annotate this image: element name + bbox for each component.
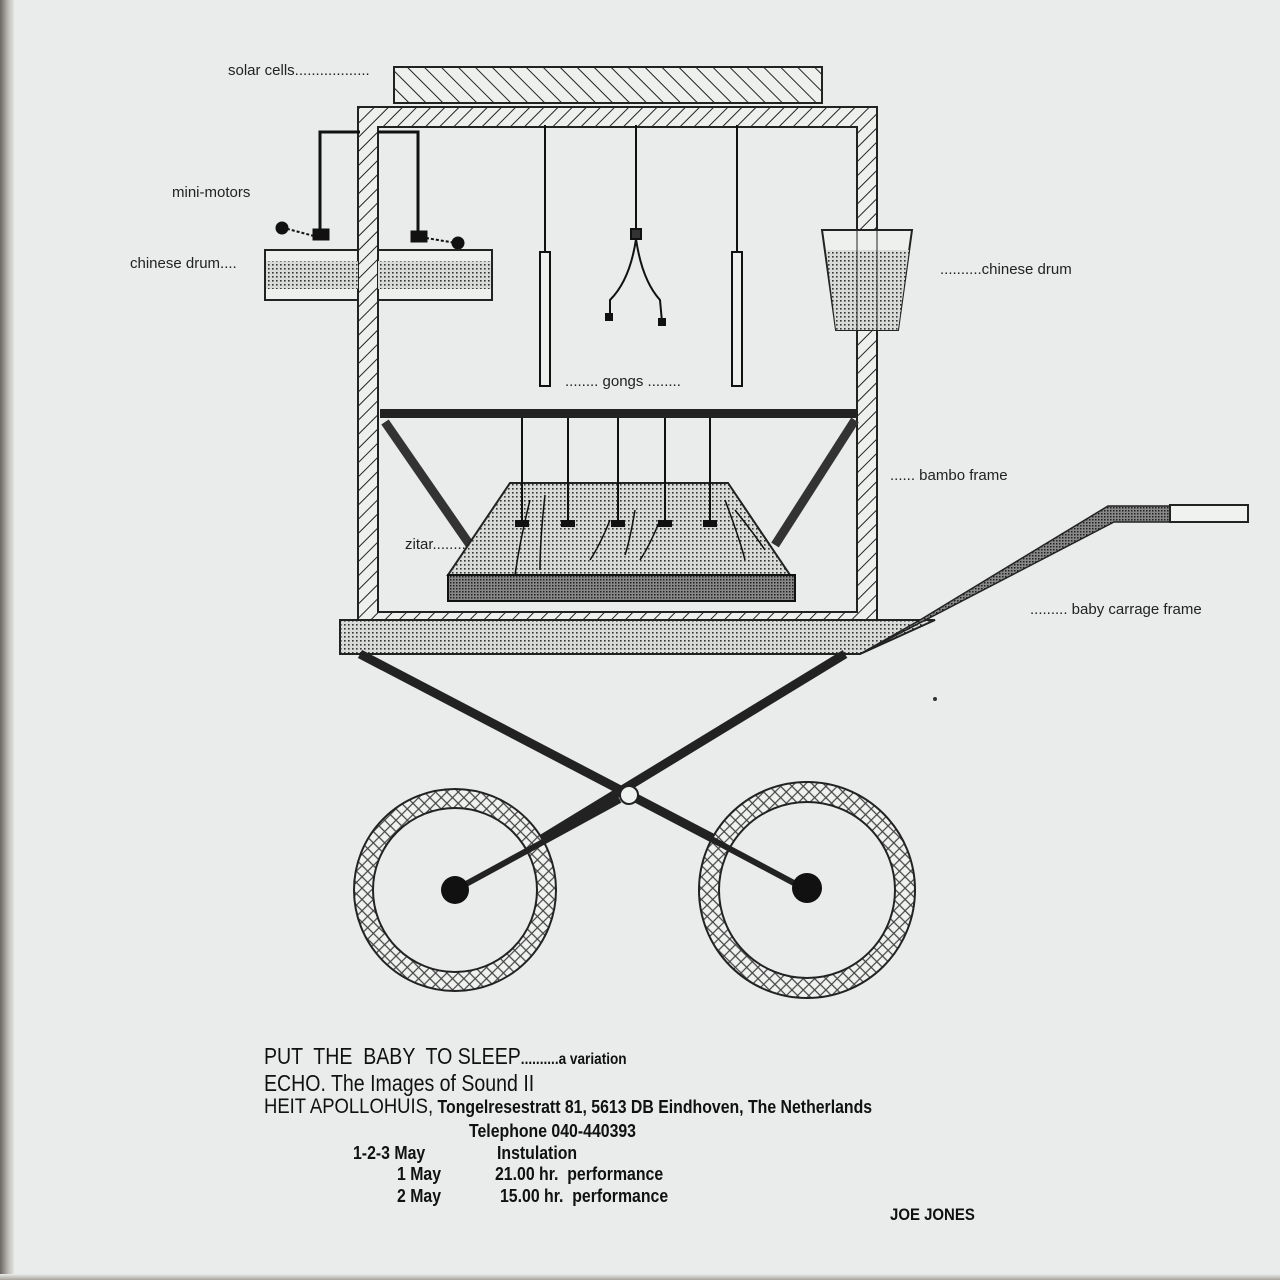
caption-title-suffix: ..........a variation	[520, 1051, 627, 1068]
bamboo-frame	[380, 409, 859, 548]
label-bambo-frame: ...... bambo frame	[890, 467, 1008, 484]
label-chinese-drum-left: chinese drum....	[130, 255, 237, 272]
page-bottom-edge	[0, 1274, 1280, 1280]
chinese-drum-right	[820, 229, 914, 331]
label-mini-motors: mini-motors	[172, 184, 250, 201]
caption-title: PUT THE BABY TO SLEEP..........a variati…	[264, 1043, 627, 1070]
baby-carriage-frame	[339, 504, 1249, 896]
label-zitar: zitar........	[405, 536, 466, 553]
caption-subtitle: ECHO. The Images of Sound II	[264, 1070, 535, 1096]
schedule-event: 15.00 hr. performance	[500, 1186, 669, 1206]
author-name: JOE JONES	[890, 1205, 975, 1224]
zitar	[446, 418, 796, 602]
caption-venue-line: HEIT APOLLOHUIS, Tongelresestratt 81, 56…	[264, 1095, 872, 1119]
gongs	[539, 125, 743, 387]
caption-telephone: Telephone 040-440393	[469, 1121, 636, 1141]
schedule-row: 1-2-3 May	[353, 1143, 425, 1164]
label-solar-cells: solar cells..................	[228, 62, 370, 79]
caption-title-text: PUT THE BABY TO SLEEP	[264, 1043, 521, 1069]
chinese-drum-left	[264, 249, 493, 301]
page-binding-edge	[0, 0, 14, 1280]
schedule-event: 21.00 hr. performance	[495, 1164, 664, 1184]
caption-address: Tongelresestratt 81, 5613 DB Eindhoven, …	[437, 1097, 873, 1117]
schedule-event: Instulation	[497, 1143, 578, 1163]
label-baby-carrage-frame: ......... baby carrage frame	[1030, 601, 1202, 618]
wheel-left	[353, 788, 622, 992]
schedule-date: 1 May	[397, 1164, 442, 1184]
mini-motors-left	[275, 130, 465, 250]
schedule-date: 1-2-3 May	[353, 1143, 426, 1163]
label-chinese-drum-right: ..........chinese drum	[940, 261, 1072, 278]
schedule-row: 1 May	[397, 1164, 441, 1185]
schedule-row: 2 May	[397, 1186, 441, 1207]
label-gongs: ........ gongs ........	[565, 373, 681, 390]
solar-cells-panel	[393, 66, 823, 104]
caption-venue: HEIT APOLLOHUIS,	[264, 1095, 434, 1118]
wheel-right	[636, 781, 916, 999]
schedule-date: 2 May	[397, 1186, 442, 1206]
carriage-handle-grip	[1169, 504, 1249, 523]
